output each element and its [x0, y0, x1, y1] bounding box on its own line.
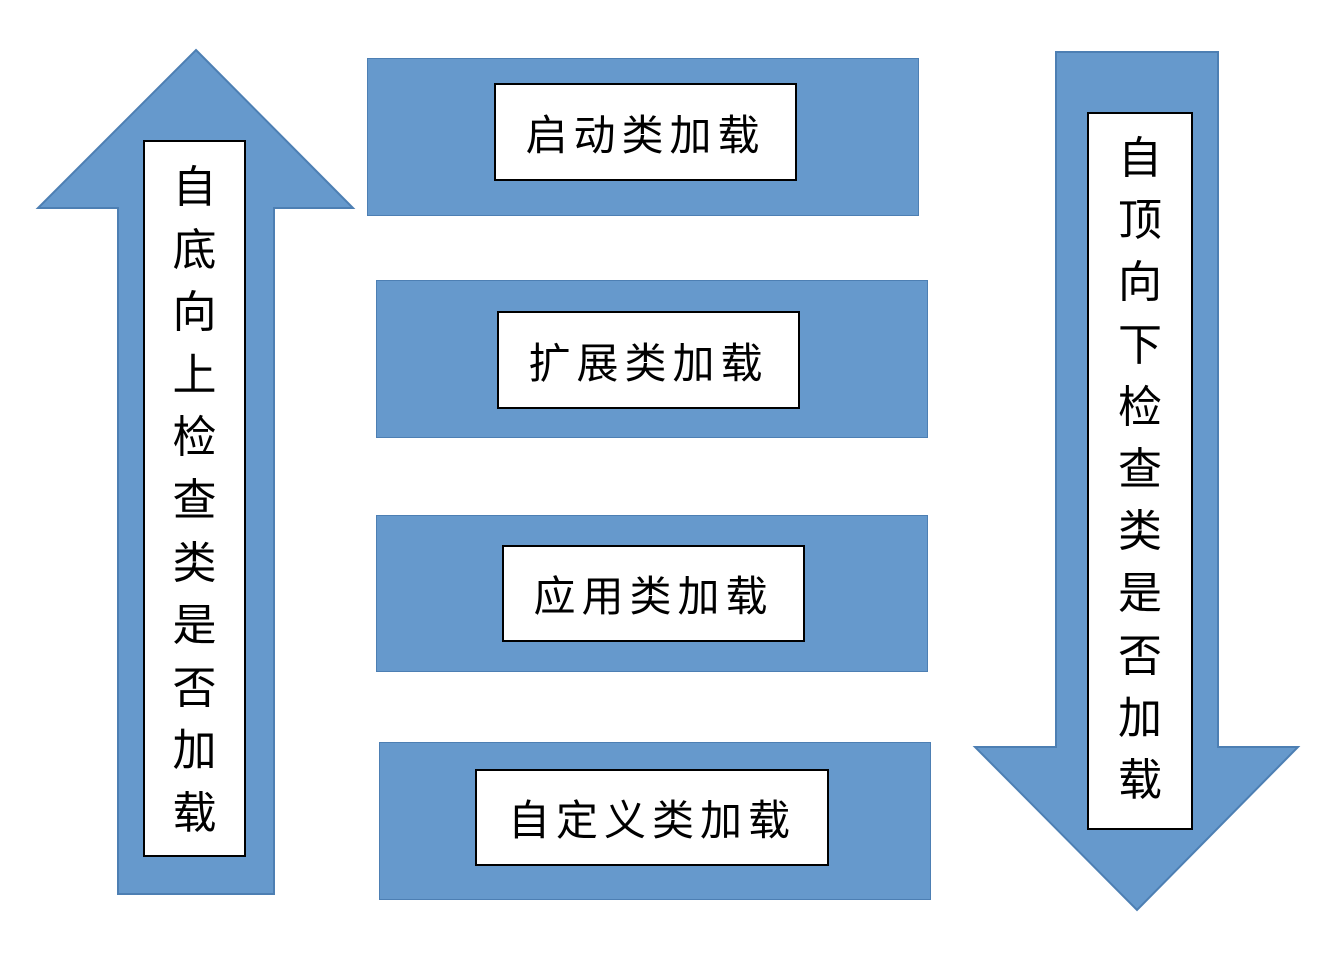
- label-character: 自: [172, 162, 217, 213]
- right-arrow-label-box: 自顶向下检查类是否加载: [1087, 112, 1193, 830]
- bootstrap-loader-band: 启动类加载: [367, 58, 919, 216]
- extension-loader-band: 扩展类加载: [376, 280, 928, 438]
- label-character: 查: [1118, 443, 1162, 495]
- left-arrow-label: 自底向上检查类是否加载: [173, 142, 217, 855]
- label-character: 向: [172, 287, 217, 339]
- label-character: 底: [172, 224, 217, 276]
- label-character: 是: [1118, 568, 1162, 620]
- application-loader-band: 应用类加载: [376, 515, 928, 672]
- label-character: 类: [172, 537, 217, 589]
- application-loader-label: 应用类加载: [502, 545, 805, 642]
- label-character: 上: [172, 349, 217, 401]
- label-character: 自: [1118, 133, 1162, 184]
- label-character: 加: [1118, 692, 1162, 744]
- custom-loader-label: 自定义类加载: [475, 769, 829, 866]
- label-character: 检: [1118, 381, 1162, 433]
- label-character: 检: [172, 412, 217, 464]
- label-character: 下: [1118, 319, 1162, 371]
- label-character: 顶: [1118, 195, 1162, 247]
- label-character: 载: [172, 787, 217, 839]
- label-character: 载: [1118, 754, 1162, 806]
- custom-loader-band: 自定义类加载: [379, 742, 931, 900]
- bootstrap-loader-label: 启动类加载: [494, 83, 797, 181]
- left-arrow-label-box: 自底向上检查类是否加载: [143, 140, 246, 857]
- right-arrow-label: 自顶向下检查类是否加载: [1118, 114, 1162, 828]
- label-character: 类: [1118, 506, 1162, 558]
- label-character: 是: [172, 600, 217, 652]
- label-character: 加: [172, 725, 217, 777]
- label-character: 向: [1118, 257, 1162, 309]
- label-character: 否: [172, 662, 217, 714]
- label-character: 否: [1118, 630, 1162, 682]
- label-character: 查: [172, 474, 217, 526]
- extension-loader-label: 扩展类加载: [497, 311, 800, 409]
